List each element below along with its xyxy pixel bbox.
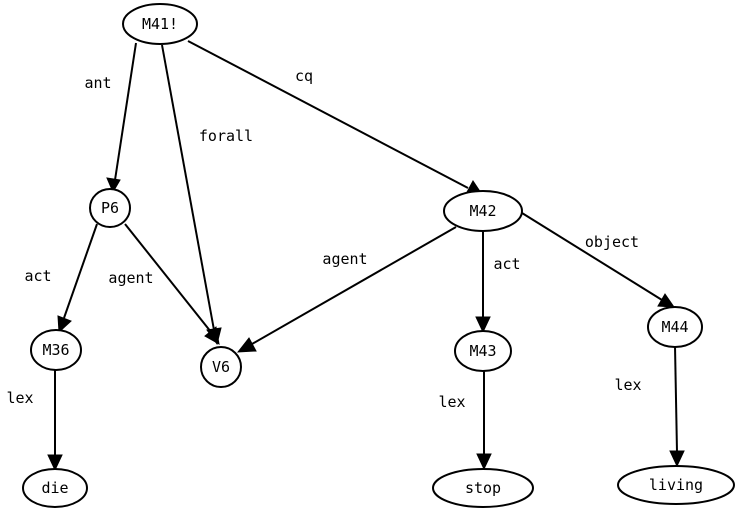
node-m42[interactable]: M42 — [443, 190, 523, 232]
arrowhead — [657, 293, 675, 308]
node-die[interactable]: die — [22, 468, 88, 508]
edge-m41-p6 — [106, 42, 137, 194]
edge-p6-v6 — [124, 223, 220, 345]
node-label: V6 — [212, 358, 230, 376]
arrowhead — [476, 453, 492, 471]
edge-label-object: object — [585, 233, 639, 251]
node-label: living — [649, 476, 703, 494]
edge-label-agent: agent — [108, 269, 153, 287]
edge-label-agent: agent — [322, 250, 367, 268]
node-m44[interactable]: M44 — [647, 306, 703, 348]
node-m41[interactable]: M41! — [122, 3, 198, 45]
node-m36[interactable]: M36 — [30, 329, 82, 371]
edge-m43-stop — [476, 370, 492, 471]
node-label: M42 — [469, 202, 496, 220]
node-label: P6 — [101, 199, 119, 217]
arrowhead — [236, 337, 257, 353]
node-label: M43 — [469, 342, 496, 360]
edge-m42-m44 — [521, 212, 675, 308]
arrowhead — [106, 177, 121, 194]
edges — [47, 40, 685, 472]
edge-label-lex: lex — [438, 393, 465, 411]
edge-label-lex: lex — [614, 376, 641, 394]
edge-label-ant: ant — [84, 74, 111, 92]
node-stop[interactable]: stop — [432, 468, 534, 508]
edge-label-cq: cq — [295, 67, 313, 85]
edge-label-forall: forall — [199, 127, 253, 145]
node-label: M44 — [661, 318, 688, 336]
edge-m42-m43 — [475, 232, 491, 334]
node-label: die — [41, 479, 68, 497]
edge-label-act: act — [24, 267, 51, 285]
edge-m44-living — [669, 345, 685, 468]
node-p6[interactable]: P6 — [89, 188, 131, 228]
edge-label-lex: lex — [6, 389, 33, 407]
edge-labels: ant forall cq act agent agent act object… — [6, 67, 641, 411]
node-label: M36 — [42, 341, 69, 359]
node-living[interactable]: living — [617, 465, 735, 505]
arrowhead — [47, 454, 63, 472]
arrowhead — [669, 450, 685, 468]
edge-m36-die — [47, 370, 63, 472]
nodes: M41! P6 M42 M36 V6 M43 M44 die — [22, 3, 735, 508]
edge-m41-v6 — [161, 44, 222, 346]
node-label: M41! — [142, 15, 178, 33]
node-v6[interactable]: V6 — [200, 346, 242, 388]
arrowhead — [475, 316, 491, 334]
edge-label-act: act — [493, 255, 520, 273]
node-label: stop — [465, 479, 501, 497]
edge-m41-m42 — [187, 40, 485, 197]
arrowhead — [57, 315, 72, 334]
edge-m42-v6 — [236, 226, 457, 353]
edge-p6-m36 — [57, 223, 98, 334]
arrowhead — [204, 326, 220, 345]
node-m43[interactable]: M43 — [454, 330, 512, 372]
